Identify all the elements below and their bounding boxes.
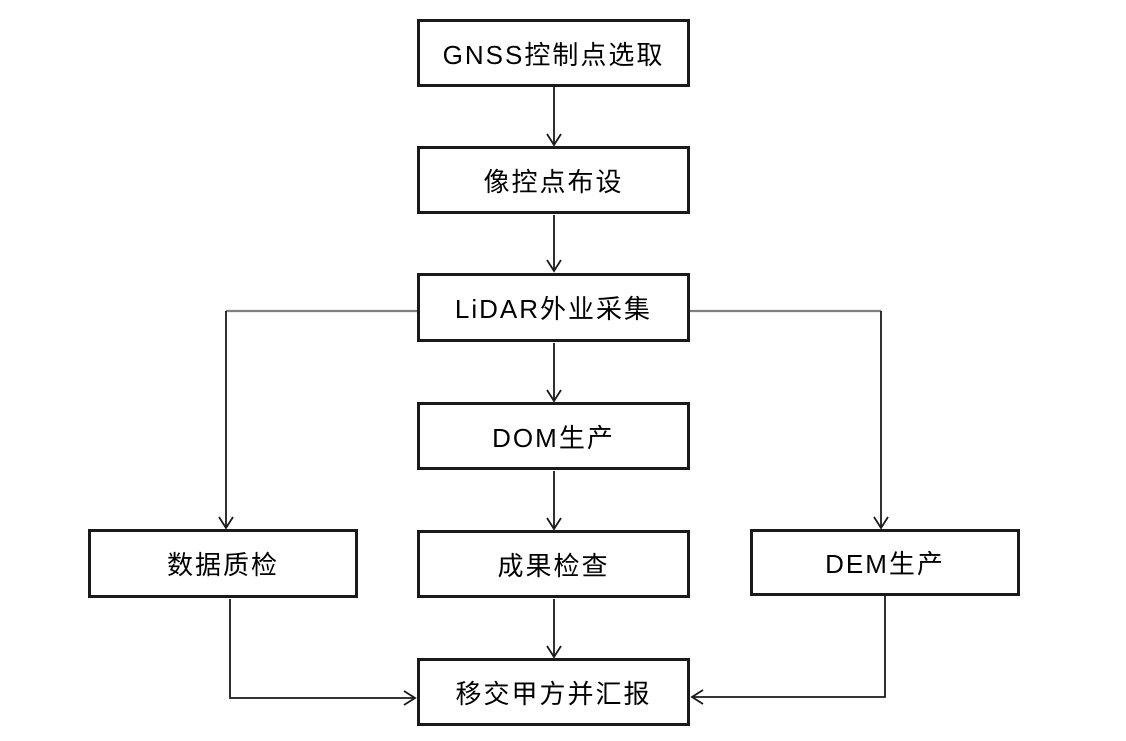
node-lidar-field-collection-label: LiDAR外业采集 — [454, 294, 653, 324]
node-handover-and-report: 移交甲方并汇报 — [417, 658, 690, 726]
node-result-inspection-label: 成果检查 — [497, 550, 610, 581]
node-dom-production-label: DOM生产 — [492, 422, 615, 453]
node-dem-production: DEM生产 — [750, 529, 1020, 596]
edge-image-control-to-lidar — [546, 215, 562, 273]
node-gnss-control-point-selection-label: GNSS控制点选取 — [442, 39, 665, 70]
node-data-quality-check: 数据质检 — [88, 529, 358, 598]
node-gnss-control-point-selection: GNSS控制点选取 — [417, 19, 690, 87]
node-handover-and-report-label: 移交甲方并汇报 — [455, 678, 652, 709]
edge-lidar-to-dom — [546, 343, 562, 403]
edge-dom-to-result-inspection — [546, 471, 562, 531]
node-lidar-field-collection: LiDAR外业采集 — [417, 273, 690, 342]
edge-lidar-to-dem — [690, 309, 889, 530]
edge-dem-to-handover — [690, 596, 886, 705]
node-image-control-point-layout-label: 像控点布设 — [483, 166, 624, 197]
edge-data-quality-check-to-handover — [229, 599, 417, 706]
node-data-quality-check-label: 数据质检 — [166, 550, 279, 580]
edge-result-inspection-to-handover — [546, 599, 562, 659]
node-dom-production: DOM生产 — [417, 402, 690, 470]
edge-lidar-to-data-quality-check — [218, 309, 417, 530]
node-image-control-point-layout: 像控点布设 — [417, 146, 690, 214]
node-result-inspection: 成果检查 — [417, 530, 690, 598]
edge-gnss-to-image-control — [546, 87, 562, 147]
node-dem-production-label: DEM生产 — [825, 549, 945, 579]
